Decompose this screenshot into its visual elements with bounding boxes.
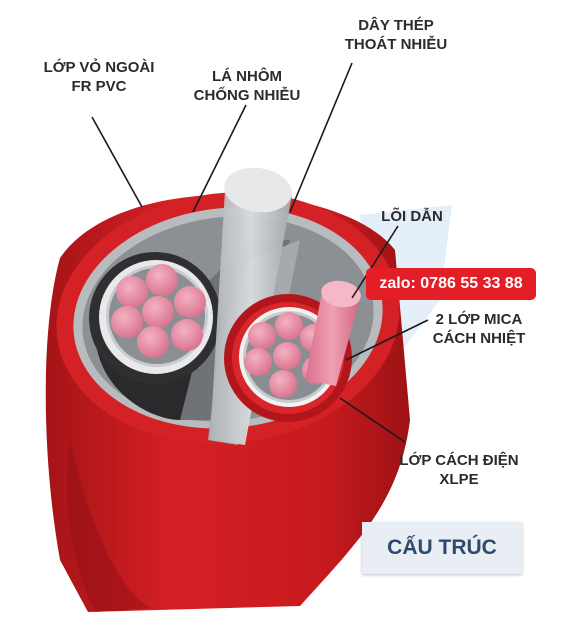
label-drain-wire-line1: DÂY THÉP	[358, 17, 434, 34]
label-xlpe-line2: XLPE	[439, 471, 479, 488]
leader-lines	[91, 62, 429, 443]
leader-drain-wire	[289, 62, 353, 213]
label-drain-wire: DÂY THÉP THOÁT NHIỄU	[332, 16, 460, 54]
label-outer-sheath: LỚP VỎ NGOÀI FR PVC	[36, 58, 162, 96]
label-mica-tape: 2 LỚP MICA CÁCH NHIỆT	[420, 310, 538, 348]
label-outer-sheath-line1: LỚP VỎ NGOÀI	[43, 59, 155, 76]
leader-mica	[345, 319, 429, 361]
label-xlpe-insulation: LỚP CÁCH ĐIỆN XLPE	[392, 451, 526, 489]
label-aluminum-foil: LÁ NHÔM CHỐNG NHIỄU	[178, 67, 316, 105]
structure-button[interactable]: CẤU TRÚC	[362, 522, 522, 574]
leader-conductor	[351, 225, 399, 299]
zalo-contact-badge[interactable]: zalo: 0786 55 33 88	[366, 268, 536, 300]
label-drain-wire-line2: THOÁT NHIỄU	[344, 36, 448, 53]
label-xlpe-line1: LỚP CÁCH ĐIỆN	[399, 452, 519, 469]
sheath-shadow	[67, 440, 150, 612]
label-aluminum-foil-line2: CHỐNG NHIỄU	[193, 87, 301, 104]
leader-aluminum-foil	[192, 104, 247, 213]
label-conductor-core: LÕI DẪN	[381, 208, 443, 225]
leader-outer-sheath	[91, 116, 143, 208]
label-mica-tape-line1: 2 LỚP MICA	[435, 311, 523, 328]
conductor-rod	[305, 280, 361, 386]
label-aluminum-foil-line1: LÁ NHÔM	[212, 68, 282, 85]
label-outer-sheath-line2: FR PVC	[71, 78, 127, 95]
label-mica-tape-line2: CÁCH NHIỆT	[432, 330, 526, 347]
leader-xlpe	[339, 397, 406, 443]
left-sub-cable	[89, 252, 221, 420]
